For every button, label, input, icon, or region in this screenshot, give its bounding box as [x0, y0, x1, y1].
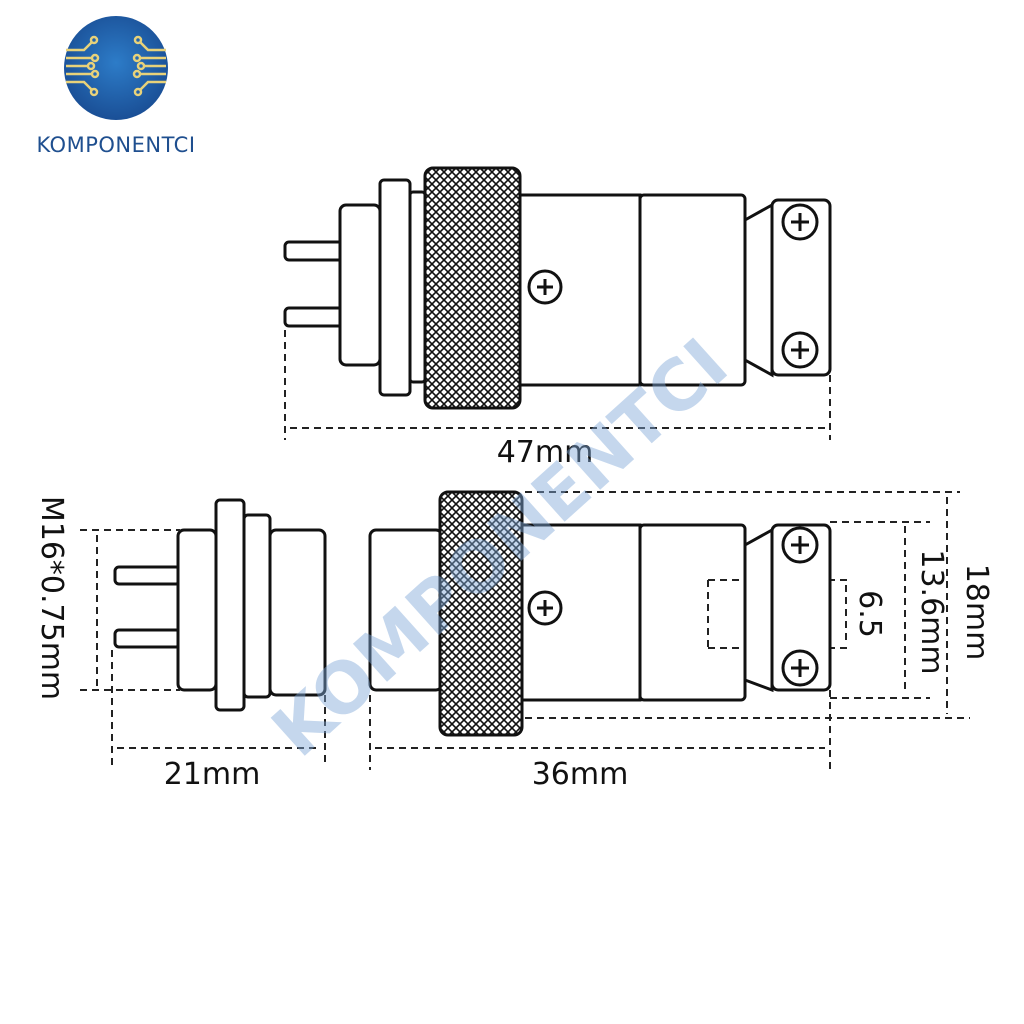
dim-outer-diameter: 18mm [959, 564, 994, 661]
assembled-connector: 47mm [283, 166, 832, 470]
dim-plug-length: 36mm [532, 757, 629, 792]
plug: 36mm 18mm 13.6mm 6.5 [368, 490, 994, 792]
logo-text: KOMPONENTCI [36, 133, 195, 157]
dim-total-length: 47mm [497, 435, 594, 470]
screw-icon [781, 649, 819, 687]
screw-icon [781, 331, 819, 369]
dim-cable-hole: 6.5 [852, 590, 887, 638]
logo: KOMPONENTCI [36, 16, 195, 157]
screw-icon [781, 203, 819, 241]
screw-icon [527, 269, 563, 305]
screw-icon [781, 526, 819, 564]
dim-thread: M16*0.75mm [34, 496, 69, 700]
dim-socket-length: 21mm [164, 757, 261, 792]
knurled-nut [423, 166, 522, 410]
circuit-icon [66, 35, 166, 97]
dim-body-diameter: 13.6mm [914, 549, 949, 674]
screw-icon [527, 590, 563, 626]
logo-circle [64, 16, 168, 120]
socket: M16*0.75mm 21mm [34, 496, 327, 792]
